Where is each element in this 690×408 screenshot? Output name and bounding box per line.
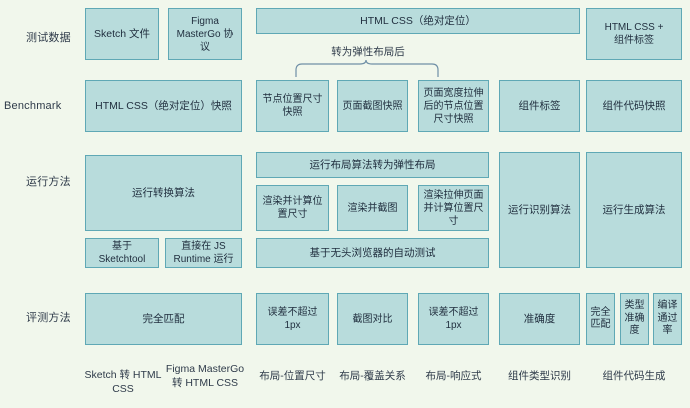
box-type-accuracy[interactable]: 类型准确度 [620, 293, 649, 345]
box-html-css-absolute-snapshot[interactable]: HTML CSS（绝对定位）快照 [85, 80, 242, 132]
row-label-eval-method: 评测方法 [26, 312, 71, 324]
box-html-css-absolute[interactable]: HTML CSS（绝对定位） [256, 8, 580, 34]
box-page-screenshot-snapshot[interactable]: 页面截图快照 [337, 80, 408, 132]
column-label-component-type-recognition: 组件类型识别 [508, 370, 571, 382]
row-label-benchmark: Benchmark [4, 100, 62, 112]
brace-label-convert-to-flex: 转为弹性布局后 [331, 46, 405, 58]
box-accuracy[interactable]: 准确度 [499, 293, 580, 345]
box-stretched-node-pos-size-snapshot[interactable]: 页面宽度拉伸后的节点位置尺寸快照 [418, 80, 489, 132]
box-render-and-screenshot[interactable]: 渲染并截图 [337, 185, 408, 231]
box-render-and-compute-pos-size[interactable]: 渲染并计算位置尺寸 [256, 185, 329, 231]
box-run-directly-in-js-runtime[interactable]: 直接在 JS Runtime 运行 [165, 238, 242, 268]
box-component-code-snapshot[interactable]: 组件代码快照 [586, 80, 682, 132]
column-label-layout-position-size: 布局-位置尺寸 [259, 370, 326, 382]
row-label-run-method: 运行方法 [26, 176, 71, 188]
box-node-pos-size-snapshot[interactable]: 节点位置尺寸快照 [256, 80, 329, 132]
row-label-test-data: 测试数据 [26, 32, 71, 44]
box-run-generation-algorithm[interactable]: 运行生成算法 [586, 152, 682, 268]
box-html-css-component-tag[interactable]: HTML CSS + 组件标签 [586, 8, 682, 60]
box-component-tag[interactable]: 组件标签 [499, 80, 580, 132]
column-label-sketch-to-html-css: Sketch 转 HTML CSS [84, 369, 162, 396]
column-label-figma-mastergo-to-html-css: Figma MasterGo 转 HTML CSS [165, 363, 245, 390]
box-compile-pass-rate[interactable]: 编译通过率 [653, 293, 682, 345]
box-based-on-sketchtool[interactable]: 基于 Sketchtool [85, 238, 159, 268]
box-error-within-1px-b[interactable]: 误差不超过 1px [418, 293, 489, 345]
box-run-recognition-algorithm[interactable]: 运行识别算法 [499, 152, 580, 268]
column-label-component-code-generation: 组件代码生成 [602, 370, 666, 382]
box-sketch-file[interactable]: Sketch 文件 [85, 8, 159, 60]
box-headless-browser-auto-test[interactable]: 基于无头浏览器的自动测试 [256, 238, 489, 268]
box-error-within-1px-a[interactable]: 误差不超过 1px [256, 293, 329, 345]
box-run-convert-algorithm[interactable]: 运行转换算法 [85, 155, 242, 231]
box-figma-mastergo-protocol[interactable]: Figma MasterGo 协议 [168, 8, 242, 60]
box-run-layout-algorithm-to-flex[interactable]: 运行布局算法转为弹性布局 [256, 152, 489, 178]
box-render-stretched-and-compute-pos-size[interactable]: 渲染拉伸页面并计算位置尺寸 [418, 185, 489, 231]
curly-brace-icon [295, 60, 439, 77]
column-label-layout-overlap-relation: 布局-覆盖关系 [339, 370, 406, 382]
column-label-layout-responsive: 布局-响应式 [425, 370, 482, 382]
box-exact-match[interactable]: 完全匹配 [85, 293, 242, 345]
box-exact-match-small[interactable]: 完全匹配 [586, 293, 615, 345]
box-screenshot-compare[interactable]: 截图对比 [337, 293, 408, 345]
